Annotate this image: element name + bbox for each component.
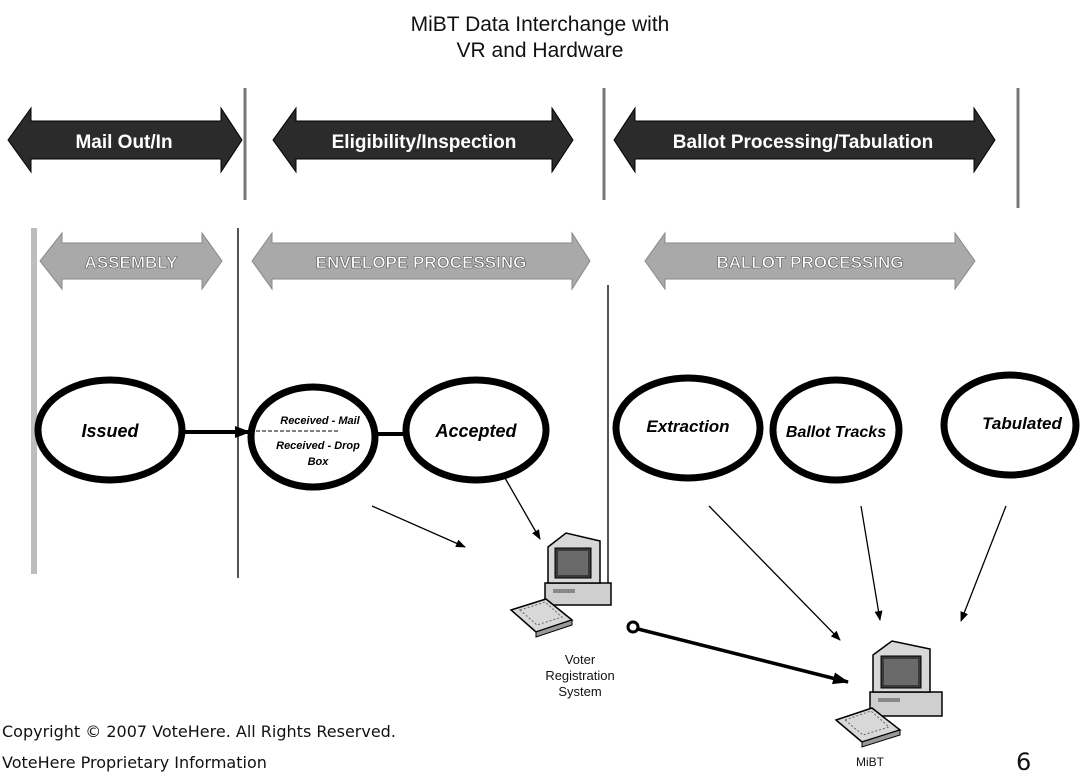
phase-dividers: [31, 88, 1020, 596]
phase-label-mail: Mail Out/In: [75, 132, 172, 153]
subphase-arrow-envelope: [251, 231, 591, 291]
phase-arrows: Mail Out/In Eligibility/Inspection Ballo…: [7, 106, 996, 174]
voter-registration-caption: Voter Registration System: [525, 652, 635, 700]
vr-connector-origin: [626, 620, 640, 634]
state-received: [247, 383, 379, 491]
state-accepted: [402, 376, 550, 484]
state-tabulated-label: Tabulated: [982, 414, 1062, 433]
vr-caption-line-1: Voter: [564, 652, 596, 667]
diagram-title: MiBT Data Interchange with VR and Hardwa…: [330, 12, 750, 64]
flow-arrow-extraction-to-mibt: [708, 505, 841, 641]
page-number: 6: [1016, 748, 1032, 776]
subphase-label-envelope: ENVELOPE PROCESSING: [316, 253, 527, 272]
footer-copyright: Copyright © 2007 VoteHere. All Rights Re…: [2, 722, 396, 741]
subphase-label-ballot: BALLOT PROCESSING: [716, 253, 903, 272]
voter-registration-computer-icon: [509, 532, 612, 638]
state-received-drop-label-1: Received - Drop: [276, 440, 360, 452]
footer-proprietary: VoteHere Proprietary Information: [2, 753, 267, 772]
subphase-label-assembly: ASSEMBLY: [85, 253, 179, 272]
mibt-computer-icon: [834, 640, 943, 748]
vr-caption-line-2: Registration: [545, 668, 615, 683]
flow-arrow-tabulated-to-mibt: [960, 505, 1007, 622]
state-issued: [34, 376, 186, 484]
state-received-drop-label-2: Box: [308, 456, 330, 468]
state-ballot-tracks: [769, 376, 903, 484]
subphase-arrow-ballot: [644, 231, 976, 291]
phase-label-ballot: Ballot Processing/Tabulation: [673, 132, 933, 153]
state-extraction: [612, 374, 764, 482]
flow-arrow-accepted-to-vr: [504, 477, 541, 540]
subphase-arrow-assembly: [39, 231, 223, 291]
state-issued-label: Issued: [81, 421, 139, 441]
state-extraction-label: Extraction: [646, 417, 729, 436]
subphase-arrows: ASSEMBLY ENVELOPE PROCESSING BALLOT PROC…: [39, 231, 976, 291]
phase-arrow-ballot: [613, 106, 996, 174]
phase-label-eligibility: Eligibility/Inspection: [332, 132, 517, 153]
title-line-2: VR and Hardware: [456, 39, 624, 62]
flow-arrow-tracks-to-mibt: [860, 505, 883, 621]
flow-arrow-to-vr-left: [371, 505, 466, 548]
data-flow-arrows: [371, 477, 1007, 685]
phase-arrow-mail: [7, 106, 243, 174]
state-received-mail-label: Received - Mail: [280, 415, 360, 427]
vr-caption-line-3: System: [558, 684, 602, 699]
mibt-caption: MiBT: [856, 755, 884, 769]
state-tabulated: [940, 371, 1080, 479]
divider-left-edge: [31, 228, 37, 574]
phase-arrow-eligibility: [272, 106, 574, 174]
state-nodes: Issued Received - Mail Received - Drop B…: [34, 371, 1080, 491]
state-accepted-label: Accepted: [434, 421, 517, 441]
title-line-1: MiBT Data Interchange with: [410, 13, 670, 36]
vr-to-mibt-arrow: [637, 627, 849, 685]
state-ballot-tracks-label: Ballot Tracks: [786, 424, 886, 441]
